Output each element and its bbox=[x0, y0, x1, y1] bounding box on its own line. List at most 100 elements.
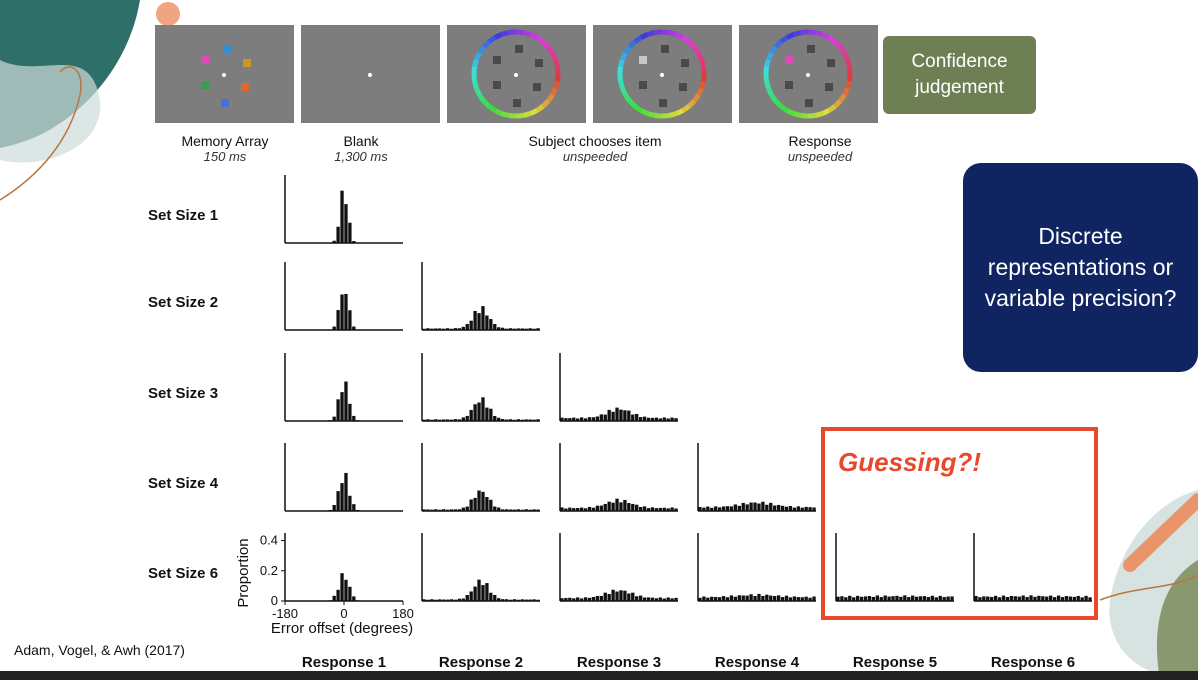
histogram-bar bbox=[769, 595, 773, 601]
histogram-bar bbox=[926, 597, 931, 601]
histogram-bar bbox=[461, 326, 465, 330]
histogram-bar bbox=[642, 597, 647, 601]
color-wheel-segment bbox=[522, 30, 532, 37]
fixation-dot bbox=[660, 73, 664, 77]
histogram-bar bbox=[465, 415, 469, 421]
histogram-bar bbox=[434, 599, 438, 601]
color-wheel-segment bbox=[617, 66, 624, 75]
histogram-bar bbox=[344, 381, 348, 421]
histogram-bar bbox=[336, 310, 340, 330]
histogram-bar bbox=[907, 597, 911, 601]
histogram-bar bbox=[465, 506, 469, 511]
histogram-bar bbox=[560, 507, 564, 511]
histogram-bar bbox=[599, 595, 603, 601]
histogram-bar bbox=[572, 508, 576, 511]
color-wheel-segment bbox=[764, 58, 771, 68]
histogram-bar bbox=[426, 328, 430, 330]
histogram-bar bbox=[808, 507, 812, 511]
confidence-judgement-text: Confidence judgement bbox=[911, 51, 1008, 98]
histogram-bar bbox=[883, 595, 887, 601]
histogram-bar bbox=[638, 417, 643, 421]
histogram-bar bbox=[336, 399, 340, 421]
histogram-bar bbox=[348, 586, 352, 601]
placeholder-square bbox=[681, 59, 689, 67]
histogram-bar bbox=[434, 509, 438, 511]
x-tick-label: -180 bbox=[272, 606, 298, 621]
histogram-bar bbox=[721, 596, 726, 601]
color-wheel-segment bbox=[764, 80, 771, 90]
histogram-bar bbox=[332, 240, 336, 243]
color-wheel-segment bbox=[668, 30, 678, 37]
histogram-bar bbox=[473, 404, 477, 421]
placeholder-square bbox=[785, 56, 793, 64]
histogram-bar bbox=[564, 597, 568, 601]
histogram-bar bbox=[800, 597, 804, 601]
histogram-bar bbox=[729, 595, 734, 601]
histogram-bar bbox=[344, 293, 348, 330]
histogram-bar bbox=[583, 418, 588, 421]
color-wheel-segment bbox=[833, 39, 843, 49]
histogram-bar bbox=[485, 407, 489, 421]
histogram-bar bbox=[619, 409, 623, 421]
histogram-bar bbox=[348, 310, 352, 330]
histogram-bar bbox=[591, 596, 596, 601]
histogram-bar bbox=[579, 417, 584, 421]
color-wheel-segment bbox=[821, 32, 831, 40]
color-wheel-segment bbox=[838, 93, 847, 103]
histogram-bar bbox=[911, 595, 915, 601]
histogram-bar bbox=[587, 506, 592, 511]
histogram-bar bbox=[1029, 595, 1033, 601]
row-label: Set Size 3 bbox=[148, 385, 218, 402]
histogram-bar bbox=[445, 419, 450, 421]
histogram-bar bbox=[493, 324, 497, 330]
row-label: Set Size 6 bbox=[148, 565, 218, 582]
x-axis-label: Error offset (degrees) bbox=[271, 620, 413, 637]
color-wheel-segment bbox=[807, 29, 816, 36]
histogram-bar bbox=[449, 599, 454, 601]
histogram-bar bbox=[714, 506, 718, 511]
color-wheel-segment bbox=[700, 73, 707, 82]
color-wheel-segment bbox=[493, 108, 503, 116]
color-wheel-segment bbox=[845, 58, 852, 68]
histogram-bar bbox=[493, 506, 497, 511]
histogram-bar bbox=[328, 329, 332, 330]
histogram-bar bbox=[485, 583, 489, 601]
histogram-bar bbox=[583, 597, 588, 601]
stimulus-square bbox=[223, 45, 231, 53]
placeholder-square bbox=[535, 59, 543, 67]
histogram-bar bbox=[426, 419, 430, 421]
histogram-bar bbox=[356, 329, 360, 330]
color-wheel-segment bbox=[633, 35, 643, 44]
histogram-bar bbox=[453, 599, 458, 601]
color-wheel-segment bbox=[477, 93, 486, 103]
histogram-bar bbox=[780, 597, 785, 601]
histogram-bar bbox=[796, 597, 800, 601]
color-wheel-segment bbox=[639, 108, 649, 116]
color-wheel-segment bbox=[827, 35, 837, 44]
histogram-bar bbox=[453, 509, 458, 511]
color-wheel-segment bbox=[845, 80, 852, 90]
histogram-bar bbox=[328, 600, 332, 601]
histogram-bar bbox=[340, 392, 344, 421]
placeholder-square bbox=[805, 99, 813, 107]
histogram-bar bbox=[524, 328, 528, 330]
histogram-bar bbox=[568, 597, 572, 601]
histogram-bar bbox=[497, 507, 501, 511]
histogram-bar bbox=[457, 598, 462, 601]
color-wheel-segment bbox=[553, 58, 560, 68]
histogram-bar bbox=[769, 502, 773, 511]
histogram-bar bbox=[500, 509, 505, 511]
histogram-bar bbox=[859, 596, 864, 601]
color-wheel-segment bbox=[800, 112, 809, 119]
histogram-bar bbox=[753, 596, 757, 601]
histogram-bar bbox=[528, 509, 532, 511]
histogram-bar bbox=[469, 591, 473, 601]
color-wheel-segment bbox=[487, 104, 497, 113]
histogram-bar bbox=[650, 597, 655, 601]
color-wheel-segment bbox=[846, 66, 853, 75]
histogram-bar bbox=[536, 328, 540, 330]
histogram-bar bbox=[745, 595, 749, 601]
row-label: Set Size 4 bbox=[148, 475, 219, 492]
color-wheel-segment bbox=[541, 99, 551, 109]
histogram-bar bbox=[469, 320, 473, 330]
